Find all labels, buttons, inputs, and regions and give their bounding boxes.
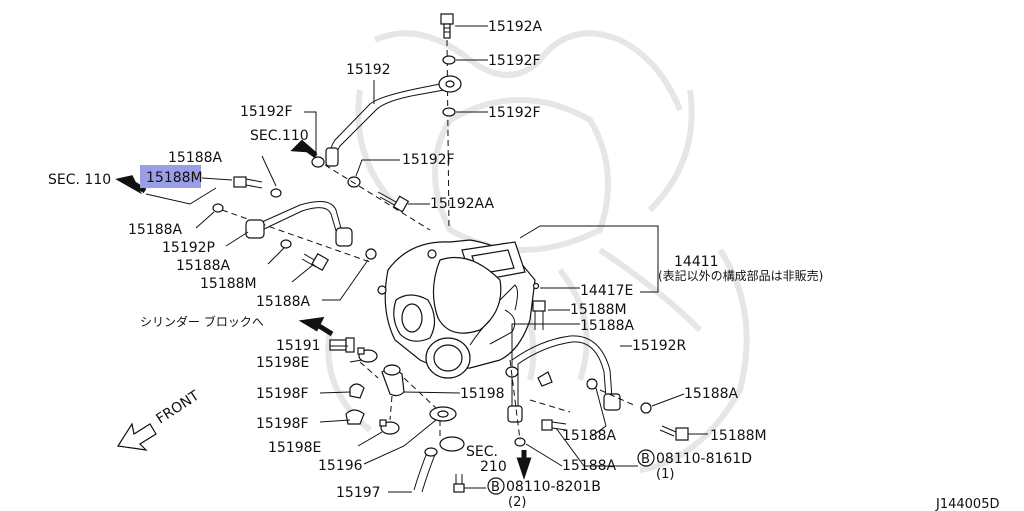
arrow-cylinder-block — [298, 316, 334, 337]
label-15192a[interactable]: 15192A — [488, 19, 543, 35]
label-qty-1: (1) — [656, 467, 674, 482]
label-15188m-highlighted[interactable]: 15188M — [146, 170, 203, 186]
washer-15192f-1[interactable] — [442, 55, 456, 65]
water-tube-15192r[interactable] — [507, 335, 621, 423]
label-14411-note: (表記以外の構成部品は非販売) — [658, 268, 823, 283]
bolt-15192a[interactable] — [440, 13, 454, 39]
assembly-axis-line — [324, 164, 431, 231]
label-15188m-4[interactable]: 15188M — [710, 428, 767, 444]
bolt-08110-8161d[interactable] — [541, 419, 567, 431]
label-15188a-6[interactable]: 15188A — [684, 386, 739, 402]
washer-15192f-3[interactable] — [347, 176, 361, 188]
label-15192[interactable]: 15192 — [346, 62, 391, 78]
label-15188a-7[interactable]: 15188A — [562, 428, 617, 444]
label-15198e-2[interactable]: 15198E — [268, 440, 321, 456]
washer-15188a-3[interactable] — [280, 239, 292, 249]
washer-15188a-8[interactable] — [514, 437, 526, 447]
washer-15188a-2[interactable] — [212, 203, 224, 213]
bolt-08110-8201b[interactable] — [453, 474, 465, 493]
label-14411[interactable]: 14411 — [674, 254, 719, 270]
watermark-emblem — [325, 30, 750, 473]
hose-15198[interactable] — [381, 364, 405, 397]
gasket-15196[interactable] — [429, 406, 457, 422]
label-15188a-1[interactable]: 15188A — [168, 150, 223, 166]
bolt-15188m-4[interactable] — [659, 425, 689, 441]
label-cylinder-block: シリンダー ブロックへ — [140, 314, 264, 329]
label-15192f-left[interactable]: 15192F — [240, 104, 293, 120]
tube-15197[interactable] — [413, 436, 465, 493]
arrow-sec210 — [516, 450, 532, 480]
label-15196[interactable]: 15196 — [318, 458, 363, 474]
leader-lines — [195, 25, 708, 493]
clamp-15198e-1[interactable] — [357, 347, 378, 363]
clamp-15198e-2[interactable] — [379, 419, 400, 435]
label-15198[interactable]: 15198 — [460, 386, 505, 402]
label-15198e-1[interactable]: 15198E — [256, 355, 309, 371]
washer-15188a-1[interactable] — [270, 188, 282, 198]
label-15188a-2[interactable]: 15188A — [128, 222, 183, 238]
label-15192f-2[interactable]: 15192F — [488, 105, 541, 121]
label-15188a-3[interactable]: 15188A — [176, 258, 231, 274]
washer-15188a-7[interactable] — [640, 402, 652, 414]
bolt-15188m-highlighted[interactable] — [233, 176, 263, 189]
label-15198f-2[interactable]: 15198F — [256, 416, 309, 432]
label-15191[interactable]: 15191 — [276, 338, 321, 354]
bolt-symbol-1-letter: B — [641, 452, 650, 467]
label-15188a-4[interactable]: 15188A — [256, 294, 311, 310]
label-08110-8201b[interactable]: 08110-8201B — [506, 479, 601, 495]
bolt-15192aa[interactable] — [377, 191, 410, 213]
label-15197[interactable]: 15197 — [336, 485, 381, 501]
washer-15188a-6[interactable] — [586, 378, 598, 390]
assembly-axis-line — [446, 39, 450, 231]
bolt-symbol-1 — [637, 449, 655, 467]
label-sec210-a[interactable]: SEC. — [466, 444, 498, 460]
leader-line — [145, 187, 217, 205]
front-direction-indicator: FRONT — [116, 388, 203, 451]
clip-15198f-2[interactable] — [345, 409, 365, 425]
front-label: FRONT — [153, 388, 202, 428]
label-qty-2: (2) — [508, 495, 526, 510]
turbocharger-14411[interactable] — [377, 239, 536, 379]
bolt-15188m-2[interactable] — [301, 252, 330, 272]
label-15192f-1[interactable]: 15192F — [488, 53, 541, 69]
union-15191[interactable] — [329, 337, 355, 353]
washer-15192f-left[interactable] — [311, 156, 325, 168]
bolt-symbol-2-letter: B — [491, 480, 500, 495]
diagram-id: J144005D — [935, 497, 999, 511]
label-15192p[interactable]: 15192P — [162, 240, 215, 256]
bolt-symbol-2 — [487, 477, 505, 495]
highlight-box — [140, 165, 201, 188]
arrow-sec110-top — [290, 139, 318, 159]
fitting-14417e[interactable] — [532, 282, 540, 290]
label-15188m-2[interactable]: 15188M — [200, 276, 257, 292]
label-15192f-3[interactable]: 15192F — [402, 152, 455, 168]
label-15192aa[interactable]: 15192AA — [430, 196, 495, 212]
clip-15198f-1[interactable] — [349, 383, 365, 399]
arrow-sec110-left — [115, 175, 147, 195]
bolt-15188m-3[interactable] — [532, 300, 546, 330]
label-15188m-3[interactable]: 15188M — [570, 302, 627, 318]
label-15192r[interactable]: 15192R — [632, 338, 687, 354]
label-sec110-top[interactable]: SEC.110 — [250, 128, 309, 144]
label-14417e[interactable]: 14417E — [580, 283, 633, 299]
washer-15192f-2[interactable] — [442, 107, 456, 117]
bracket-clip — [537, 371, 553, 387]
label-15198f-1[interactable]: 15198F — [256, 386, 309, 402]
label-sec210-b[interactable]: 210 — [480, 459, 507, 475]
oil-tube-15192p[interactable] — [245, 200, 353, 247]
label-15188a-5[interactable]: 15188A — [580, 318, 635, 334]
oil-feed-tube-15192[interactable] — [325, 75, 462, 167]
label-15188a-8[interactable]: 15188A — [562, 458, 617, 474]
label-sec110-left[interactable]: SEC. 110 — [48, 172, 111, 188]
washer-15188a-4[interactable] — [365, 248, 377, 260]
label-08110-8161d[interactable]: 08110-8161D — [656, 451, 752, 467]
assembly-axis-line — [221, 209, 371, 263]
